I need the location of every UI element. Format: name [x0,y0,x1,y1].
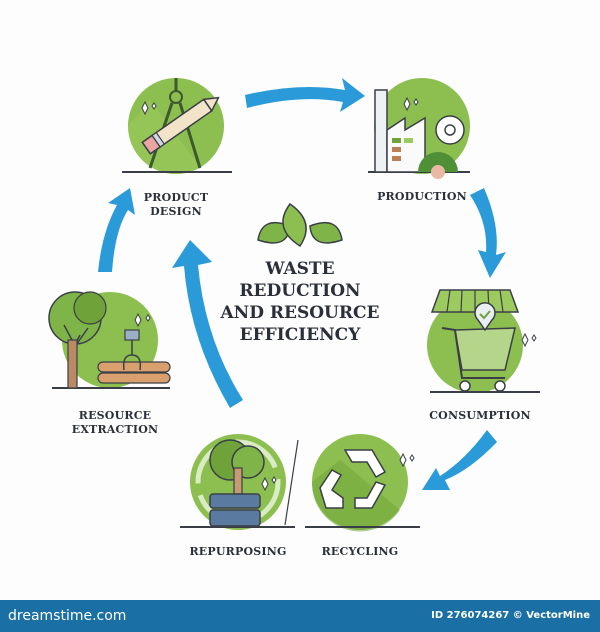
compass-pencil-icon [122,78,232,174]
tree-logs-icon [48,291,171,389]
diagram-title: WASTE REDUCTION AND RESOURCE EFFICIENCY [200,258,400,346]
title-line: EFFICIENCY [239,325,361,345]
label-line: DESIGN [150,205,202,218]
label-line: REPURPOSING [189,545,287,558]
title-line: REDUCTION [239,281,361,301]
watermark-footer: dreamstime.com ID 276074267 © VectorMine [0,600,600,632]
label-line: RECYCLING [321,545,399,558]
label-line: EXTRACTION [71,423,159,436]
leaves-icon [257,202,343,248]
stage-label-consumption: CONSUMPTION [420,409,540,423]
arrow-extraction-to-design [98,188,135,272]
stage-label-recycling: RECYCLING [310,545,410,559]
label-line: CONSUMPTION [429,409,531,422]
title-line: AND RESOURCE [220,303,380,323]
diagram: WASTE REDUCTION AND RESOURCE EFFICIENCY … [48,78,540,559]
arrow-production-to-consumption [470,188,506,278]
shopping-cart-icon [427,289,540,393]
arrow-design-to-production [245,78,365,112]
diagram-graphics [48,78,540,532]
factory-gear-icon [368,78,470,179]
arrow-repurposing-to-design [172,240,243,408]
title-line: WASTE [265,259,335,279]
stage-label-repurposing: REPURPOSING [178,545,298,559]
label-line: PRODUCT [143,191,209,204]
stage-label-product-design: PRODUCT DESIGN [126,191,226,219]
stage-label-production: PRODUCTION [362,190,482,204]
stage-label-resource-extraction: RESOURCE EXTRACTION [60,409,170,437]
label-line: PRODUCTION [377,190,467,203]
recycle-icon [305,434,420,532]
label-line: RESOURCE [78,409,152,422]
arrow-consumption-to-recycling [422,430,497,490]
brand-text[interactable]: dreamstime.com [8,608,127,624]
tree-tires-icon [180,434,295,530]
credit-text: ID 276074267 © VectorMine [431,610,590,621]
